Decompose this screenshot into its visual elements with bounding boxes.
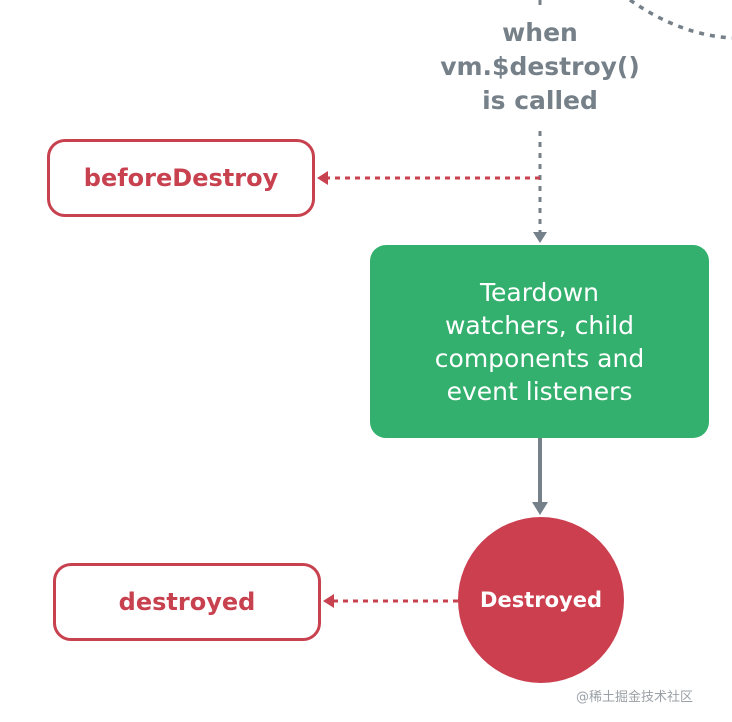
dashed-loop-arc xyxy=(628,0,732,40)
arrowhead-destroyed-hook xyxy=(323,594,334,608)
process-line-3: components and xyxy=(434,343,645,373)
watermark-text: @稀土掘金技术社区 xyxy=(576,690,694,705)
condition-line-2: vm.$destroy() xyxy=(440,52,640,81)
arrowhead-to-process xyxy=(533,232,547,243)
condition-line-1: when xyxy=(502,18,578,47)
process-line-4: event listeners xyxy=(446,376,633,406)
condition-line-3: is called xyxy=(482,86,598,115)
process-line-1: Teardown xyxy=(479,277,600,307)
teardown-process-box: Teardown watchers, child components and … xyxy=(370,245,709,438)
destroyed-hook: destroyed xyxy=(53,563,321,641)
arrowhead-to-destroyed xyxy=(532,502,548,515)
destroyed-hook-label: destroyed xyxy=(118,588,256,616)
process-line-2: watchers, child xyxy=(444,310,635,340)
before-destroy-label: beforeDestroy xyxy=(83,164,279,192)
before-destroy-hook: beforeDestroy xyxy=(47,139,315,217)
destroyed-state-label: Destroyed xyxy=(480,588,602,612)
destroy-condition-label: when vm.$destroy() is called xyxy=(420,16,660,118)
destroyed-state-circle: Destroyed xyxy=(458,517,624,683)
arrowhead-before-destroy xyxy=(317,171,328,185)
